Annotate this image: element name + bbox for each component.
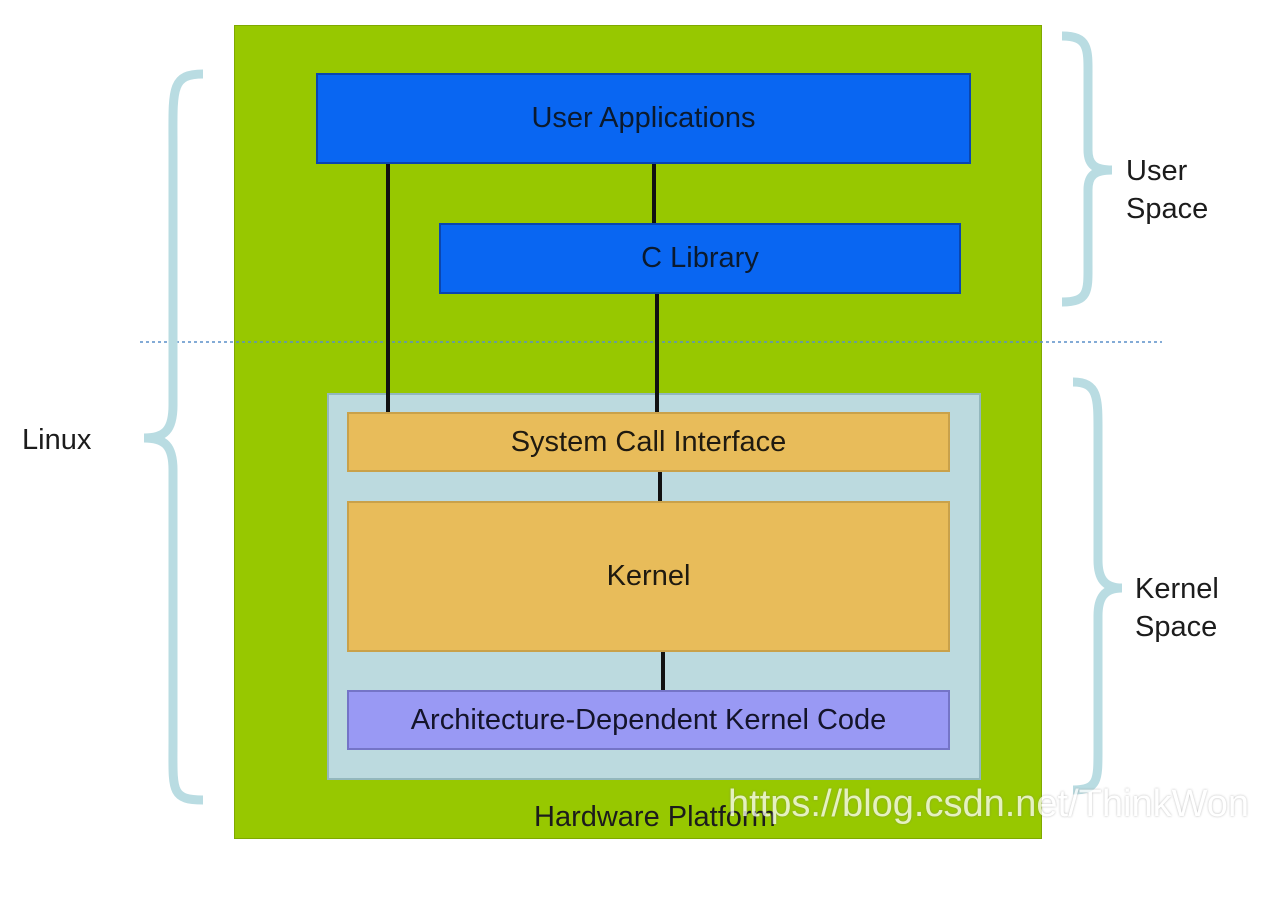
linux-label: Linux [22,424,92,456]
linux-brace [143,69,204,805]
system-call-interface-label: System Call Interface [510,425,787,458]
user-space-label-line-1: User [1126,155,1188,187]
kernel-space-brace [1072,377,1123,795]
user-applications-box: User Applications [316,73,971,164]
architecture-dependent-code-box: Architecture-Dependent Kernel Code [347,690,950,750]
kernel-space-label-line-2: Space [1135,611,1218,643]
hardware-platform-label: Hardware Platform [534,801,776,833]
watermark-text: https://blog.csdn.net/ThinkWon [728,783,1250,825]
architecture-dependent-code-label: Architecture-Dependent Kernel Code [410,703,887,736]
user-space-label: User Space [1126,152,1208,228]
c-library-label: C Library [641,242,759,274]
c-library-box: C Library [439,223,961,294]
user-space-label-line-2: Space [1126,193,1209,225]
system-call-interface-box: System Call Interface [347,412,950,472]
user-space-brace [1061,31,1113,307]
kernel-space-label: Kernel Space [1135,570,1219,646]
user-applications-label: User Applications [531,102,756,134]
kernel-space-label-line-1: Kernel [1135,573,1219,605]
kernel-box: Kernel [347,501,950,652]
kernel-label: Kernel [606,560,691,592]
